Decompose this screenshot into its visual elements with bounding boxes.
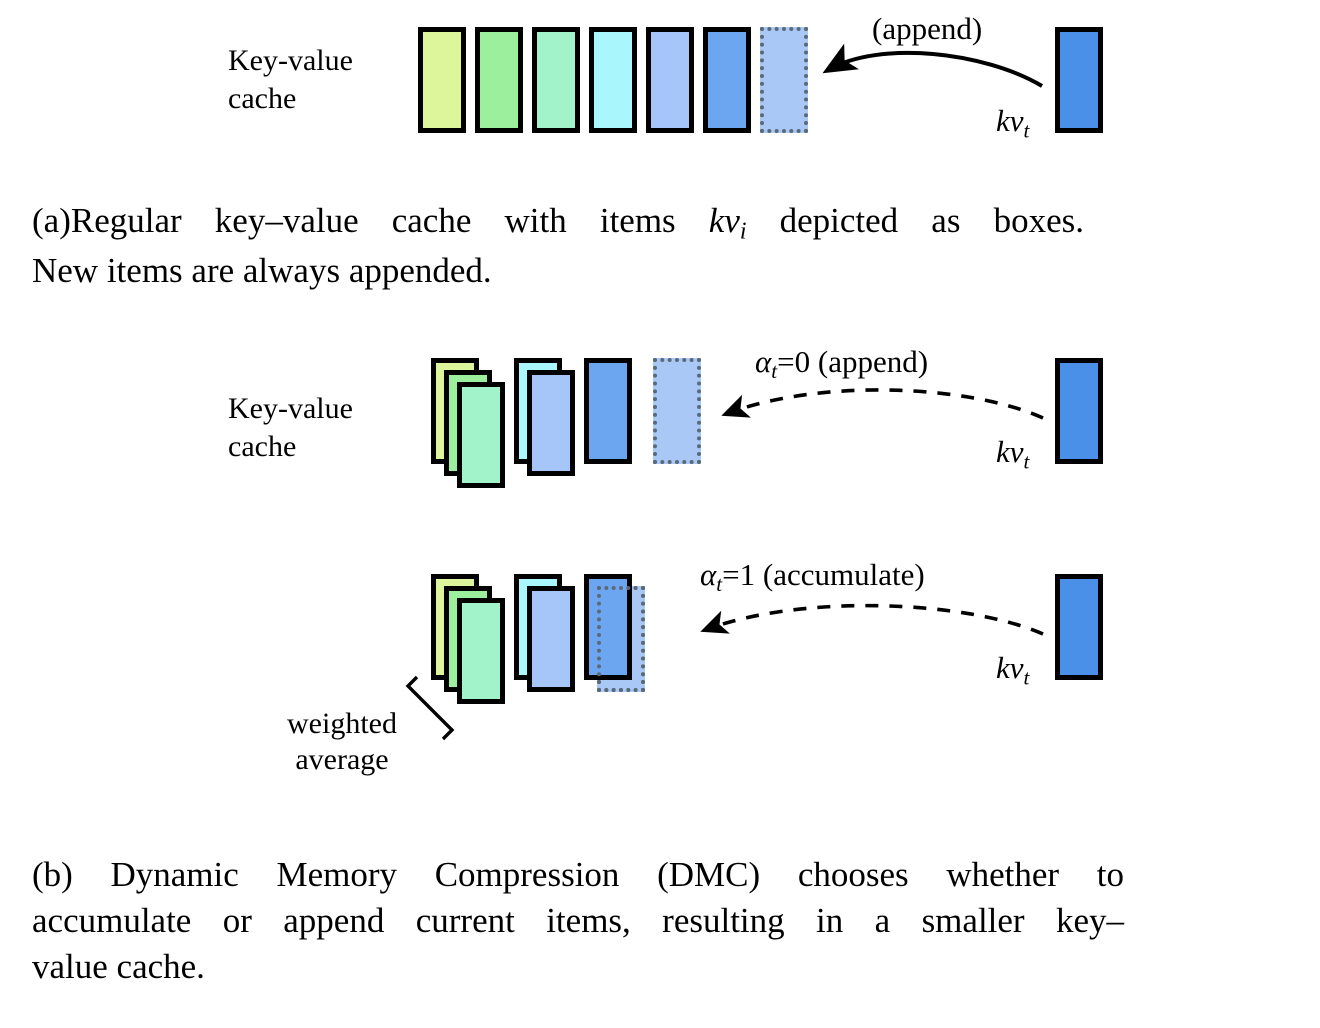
caption-a-math: kvi xyxy=(708,201,747,245)
panel-b-append-operation-label: αt=0 (append) xyxy=(755,344,929,383)
panel-b-append-alpha: αt xyxy=(755,344,777,382)
caption-b-line-1: (b) Dynamic Memory Compression (DMC) cho… xyxy=(32,852,1124,898)
panel-a-kv-box-5 xyxy=(646,27,694,133)
panel-b-accumulate-alpha: αt xyxy=(700,557,722,595)
panel-b-append-incoming-kv-box xyxy=(1055,358,1103,464)
caption-b-line1-text: Dynamic Memory Compression (DMC) chooses… xyxy=(110,855,1125,894)
caption-a-line1-b: depicted as boxes. xyxy=(746,201,1084,240)
panel-b-append-alpha-sub: t xyxy=(771,358,778,383)
panel-b-accumulate-stack-blue-box-1 xyxy=(584,574,632,680)
panel-b-append-kvt-sub: t xyxy=(1023,449,1030,474)
caption-a-line-2: New items are always appended. xyxy=(32,251,492,291)
panel-b-accumulate-kvt-sub: t xyxy=(1023,665,1030,690)
panel-a-incoming-kv-box xyxy=(1055,27,1103,133)
panel-b-cache-label: Key-value cache xyxy=(228,392,353,464)
panel-b-accumulate-alpha-sub: t xyxy=(716,571,723,596)
caption-b-line-3: value cache. xyxy=(32,947,205,987)
panel-a-kv-box-2 xyxy=(475,27,523,133)
caption-b-label: (b) xyxy=(32,855,73,894)
panel-b-weighted-average-label: weighted average xyxy=(287,707,397,776)
panel-b-append-alpha-base: α xyxy=(755,344,772,379)
panel-b-append-arrow xyxy=(721,388,1044,420)
caption-a-label: (a) xyxy=(32,201,71,240)
panel-b-append-kvt-label: kvt xyxy=(996,434,1029,474)
panel-b-accumulate-stack-green-box-3 xyxy=(457,598,505,704)
caption-a-math-base: kv xyxy=(708,201,740,240)
panel-b-accumulate-kv-box-slot-merge-outline xyxy=(597,586,645,692)
panel-b-accumulate-kvt-label: kvt xyxy=(996,650,1029,690)
panel-b-append-rest: =0 (append) xyxy=(777,344,929,379)
panel-a-kv-box-3 xyxy=(532,27,580,133)
panel-b-accumulate-operation-label: αt=1 (accumulate) xyxy=(700,557,925,596)
panel-b-accumulate-arrow xyxy=(700,603,1044,636)
panel-b-accumulate-rest: =1 (accumulate) xyxy=(722,557,925,592)
panel-b-append-stack-cyan-box-2 xyxy=(527,370,575,476)
caption-a-math-sub: i xyxy=(739,218,747,245)
caption-b-line-2: accumulate or append current items, resu… xyxy=(32,901,1124,941)
caption-a: (a)Regular key–value cache with items kv… xyxy=(32,198,1084,294)
panel-a-kvt-label: kvt xyxy=(996,103,1029,143)
panel-a-append-label: (append) xyxy=(872,11,983,46)
panel-b-accumulate-incoming-kv-box xyxy=(1055,574,1103,680)
panel-a-kvt-sub: t xyxy=(1023,118,1030,143)
panel-b-append-kv-box-slot-new xyxy=(653,358,701,464)
caption-b: (b) Dynamic Memory Compression (DMC) cho… xyxy=(32,852,1124,991)
caption-a-line-1: (a)Regular key–value cache with items kv… xyxy=(32,198,1084,248)
caption-a-line1-a: Regular key–value cache with items xyxy=(70,201,709,240)
panel-b-accumulate-alpha-base: α xyxy=(700,557,717,592)
panel-a-kv-box-slot-new xyxy=(760,27,808,133)
panel-b-append-kvt-base: kv xyxy=(996,434,1024,469)
panel-a-kvt-base: kv xyxy=(996,103,1024,138)
panel-a-cache-label: Key-value cache xyxy=(228,44,353,116)
panel-b-accumulate-stack-cyan-box-2 xyxy=(527,586,575,692)
panel-a-kv-box-4 xyxy=(589,27,637,133)
panel-b-append-stack-green-box-3 xyxy=(457,382,505,488)
panel-a-append-arrow xyxy=(822,43,1044,88)
panel-b-append-stack-blue-box-1 xyxy=(584,358,632,464)
panel-b-accumulate-kvt-base: kv xyxy=(996,650,1024,685)
panel-a-kv-box-1 xyxy=(418,27,466,133)
panel-a-kv-box-6 xyxy=(703,27,751,133)
